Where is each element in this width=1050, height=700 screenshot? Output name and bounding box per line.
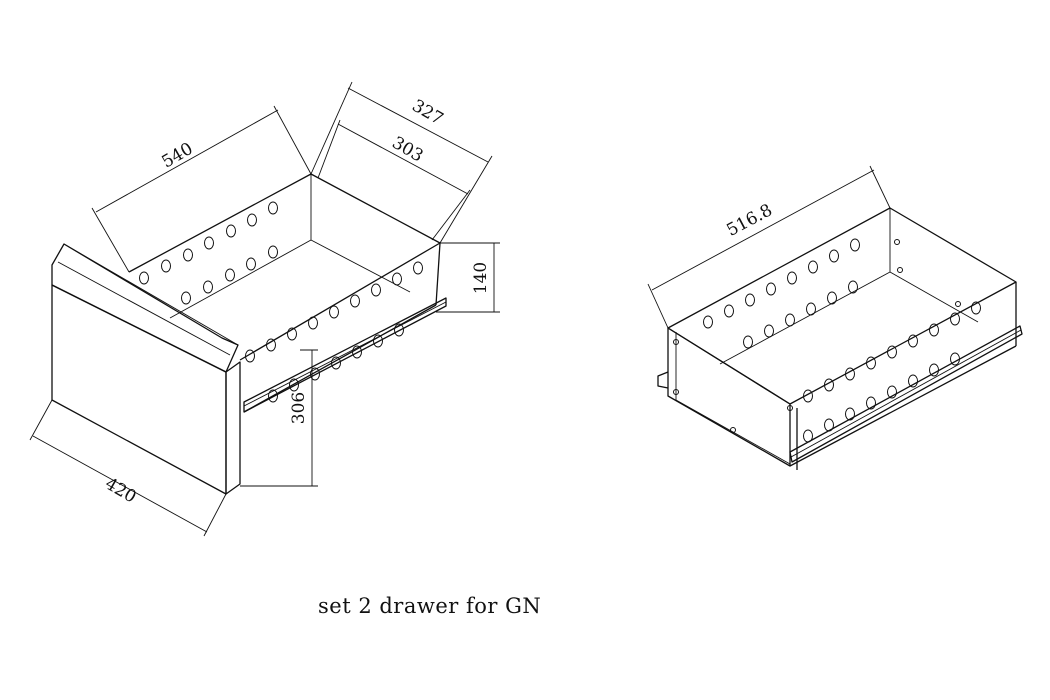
dimension-label-516-8: 516.8 xyxy=(723,200,775,241)
left-drawer: 540 327 303 140 306 xyxy=(29,81,500,537)
front-panel-face xyxy=(51,284,227,495)
left-back-holes xyxy=(139,201,278,305)
dimension-label-420: 420 xyxy=(101,474,139,508)
dimension-303: 303 xyxy=(317,119,471,241)
right-side-holes xyxy=(803,301,981,443)
dimension-label-140: 140 xyxy=(471,262,491,294)
basket-back-rim xyxy=(128,173,441,273)
basket-front-rim xyxy=(239,242,441,361)
dimension-label-327: 327 xyxy=(408,96,446,130)
right-back-holes xyxy=(703,238,860,349)
right-drawer: 516.8 xyxy=(647,165,1023,470)
right-basket-rim xyxy=(667,207,1017,405)
dimension-306: 306 xyxy=(240,349,318,487)
dimension-label-540: 540 xyxy=(158,139,196,173)
dimension-140: 140 xyxy=(436,242,500,313)
dimension-327: 327 xyxy=(310,81,493,244)
dimension-540: 540 xyxy=(91,105,312,273)
front-panel-side xyxy=(225,361,241,495)
dimension-516-8: 516.8 xyxy=(647,165,891,329)
left-side-holes xyxy=(245,261,423,403)
drawing-caption: set 2 drawer for GN xyxy=(318,594,542,618)
dimension-420: 420 xyxy=(29,399,227,537)
dimension-label-306: 306 xyxy=(289,392,309,424)
